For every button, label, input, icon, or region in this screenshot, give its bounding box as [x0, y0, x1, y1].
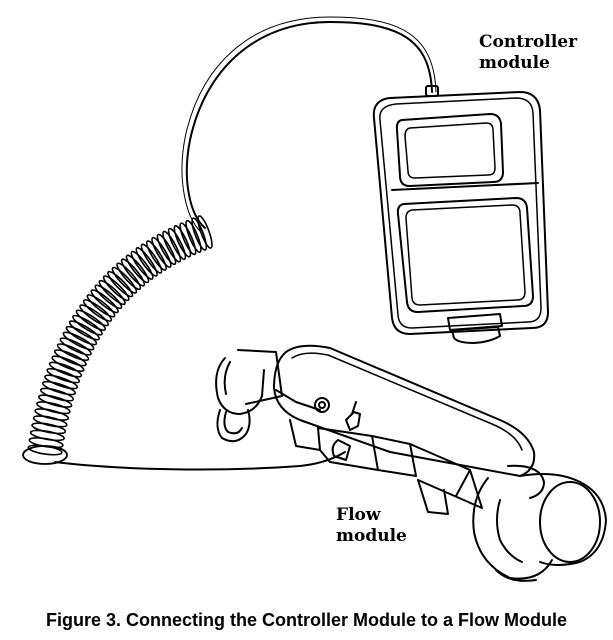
coil-loop: [36, 401, 71, 415]
coil-loop: [107, 270, 134, 298]
coil-loop: [59, 337, 92, 356]
coil-loop: [62, 331, 95, 351]
coil-end-loop: [22, 445, 68, 465]
coil-loop: [156, 233, 177, 266]
coil-loop: [140, 243, 163, 274]
coil-loop: [75, 309, 106, 331]
coil-loop: [111, 266, 138, 294]
coil-loop: [94, 284, 123, 310]
coil-loop: [116, 262, 142, 291]
upper-cable: [185, 21, 433, 229]
figure-caption: Figure 3. Connecting the Controller Modu…: [46, 610, 567, 630]
coil-loop: [29, 429, 65, 442]
flow-label-line1: Flow: [336, 505, 381, 525]
coil-loop: [44, 374, 79, 390]
coil-loop: [46, 367, 81, 384]
coil-loop: [65, 325, 98, 346]
flow-module: [215, 344, 607, 582]
coil-loop: [173, 225, 192, 258]
coil-loop: [185, 219, 202, 254]
controller-module-label: Controller module: [479, 32, 577, 74]
flow-label-line2: module: [336, 526, 407, 546]
coil-loop: [151, 236, 172, 268]
coil-loop: [102, 275, 130, 302]
upper-cable-inner: [181, 16, 437, 233]
coil-loop: [53, 349, 87, 367]
coil-loop: [145, 240, 167, 271]
flow-end-cap: [472, 473, 607, 582]
coil-loop: [56, 343, 90, 361]
coil-loop: [162, 230, 182, 263]
coil-loop: [34, 408, 70, 421]
controller-label-line1: Controller: [479, 32, 578, 52]
coil-loop: [197, 215, 213, 249]
coil-loop: [86, 294, 116, 318]
flow-right-ring: [507, 464, 545, 499]
lower-cable: [54, 451, 346, 471]
coil-loop: [179, 222, 197, 256]
coil-loop: [72, 314, 103, 336]
coil-loop: [68, 320, 100, 341]
coil-loop: [191, 217, 208, 251]
coil-loop: [120, 258, 146, 287]
keypad-panel: [396, 197, 534, 313]
coil-loop: [79, 304, 110, 327]
coil-loop: [125, 254, 150, 284]
coil-loop: [98, 279, 126, 306]
coil-loop: [31, 422, 67, 435]
coil-loop: [130, 250, 154, 280]
flow-module-label: Flow module: [336, 505, 407, 547]
coil-loop: [51, 355, 85, 372]
coil-loop: [135, 247, 158, 277]
coil-loop: [48, 361, 83, 378]
coil-loop: [37, 394, 73, 408]
controller-module: [372, 91, 549, 344]
coil-loop: [82, 299, 113, 322]
display-window: [395, 113, 504, 187]
coil-loop: [90, 289, 119, 314]
coil-loop: [32, 415, 68, 428]
controller-label-line2: module: [479, 53, 550, 73]
coiled-cable: [22, 215, 213, 465]
coil-loop: [39, 387, 75, 402]
controller-latch: [447, 313, 503, 344]
coil-loop: [167, 227, 187, 261]
device-illustration: [22, 16, 607, 582]
coil-loop: [41, 380, 77, 396]
